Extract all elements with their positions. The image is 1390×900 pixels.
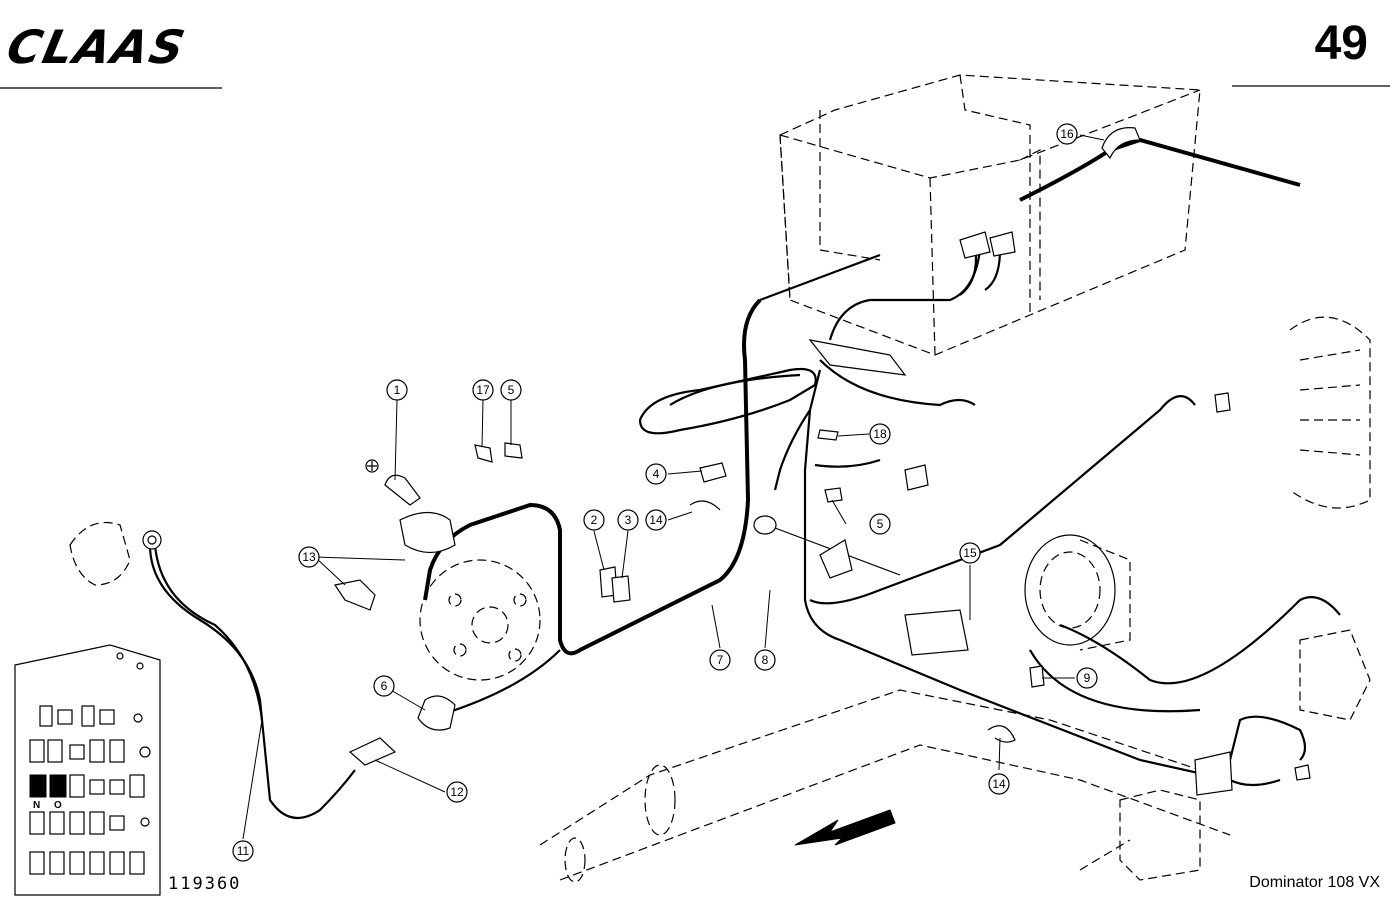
svg-text:14: 14 [992,777,1006,791]
svg-text:8: 8 [762,653,769,667]
engine-outline [419,316,1371,721]
fuse-label-n: N [33,800,40,811]
cab-outline [779,74,1201,356]
callout-13: 13 [298,546,320,568]
callout-12: 12 [446,781,468,803]
callout-4: 4 [645,463,667,485]
component-shapes [334,127,1311,796]
svg-text:5: 5 [508,383,515,397]
fuse-panel: N O [14,644,161,896]
callout-14-bottom: 14 [988,773,1010,795]
svg-text:9: 9 [1084,671,1091,685]
direction-arrow [794,809,896,846]
fuse-label-o: O [54,800,62,811]
axle-outline [539,689,1231,883]
brand-logo: CLAAS [2,20,192,74]
callout-7: 7 [709,649,731,671]
svg-text:1: 1 [394,383,401,397]
callout-17: 17 [472,379,494,401]
callout-15: 15 [959,542,981,564]
callout-1: 1 [386,379,408,401]
svg-text:7: 7 [717,653,724,667]
svg-text:2: 2 [591,513,598,527]
harness-8 [773,249,1341,787]
cable-item-16 [959,137,1301,296]
svg-text:4: 4 [653,467,660,481]
model-name: Dominator 108 VX [1249,874,1380,891]
callout-11: 11 [232,840,254,862]
callout-16: 16 [1056,123,1078,145]
svg-text:13: 13 [302,550,316,564]
svg-text:6: 6 [381,679,388,693]
svg-text:14: 14 [649,513,663,527]
callout-2: 2 [583,509,605,531]
svg-text:11: 11 [237,844,250,858]
callout-8: 8 [754,649,776,671]
callout-3: 3 [617,509,639,531]
svg-text:5: 5 [877,517,884,531]
drawing-number: 119360 [168,874,242,894]
svg-text:12: 12 [450,785,464,799]
callout-14-left: 14 [645,509,667,531]
svg-text:18: 18 [873,427,887,441]
page-number: 49 [1314,17,1368,70]
svg-text:17: 17 [476,383,490,397]
callout-18: 18 [869,423,891,445]
callout-5-right: 5 [869,513,891,535]
callout-5-top: 5 [500,379,522,401]
leader-lines [242,134,1105,840]
svg-text:15: 15 [963,546,977,560]
harness-item-6 [439,649,561,717]
svg-text:3: 3 [625,513,632,527]
harness-11 [148,544,356,820]
callout-9: 9 [1076,667,1098,689]
svg-text:16: 16 [1060,127,1074,141]
harness-7 [423,253,881,656]
battery-terminal [69,521,162,586]
callout-6: 6 [373,675,395,697]
